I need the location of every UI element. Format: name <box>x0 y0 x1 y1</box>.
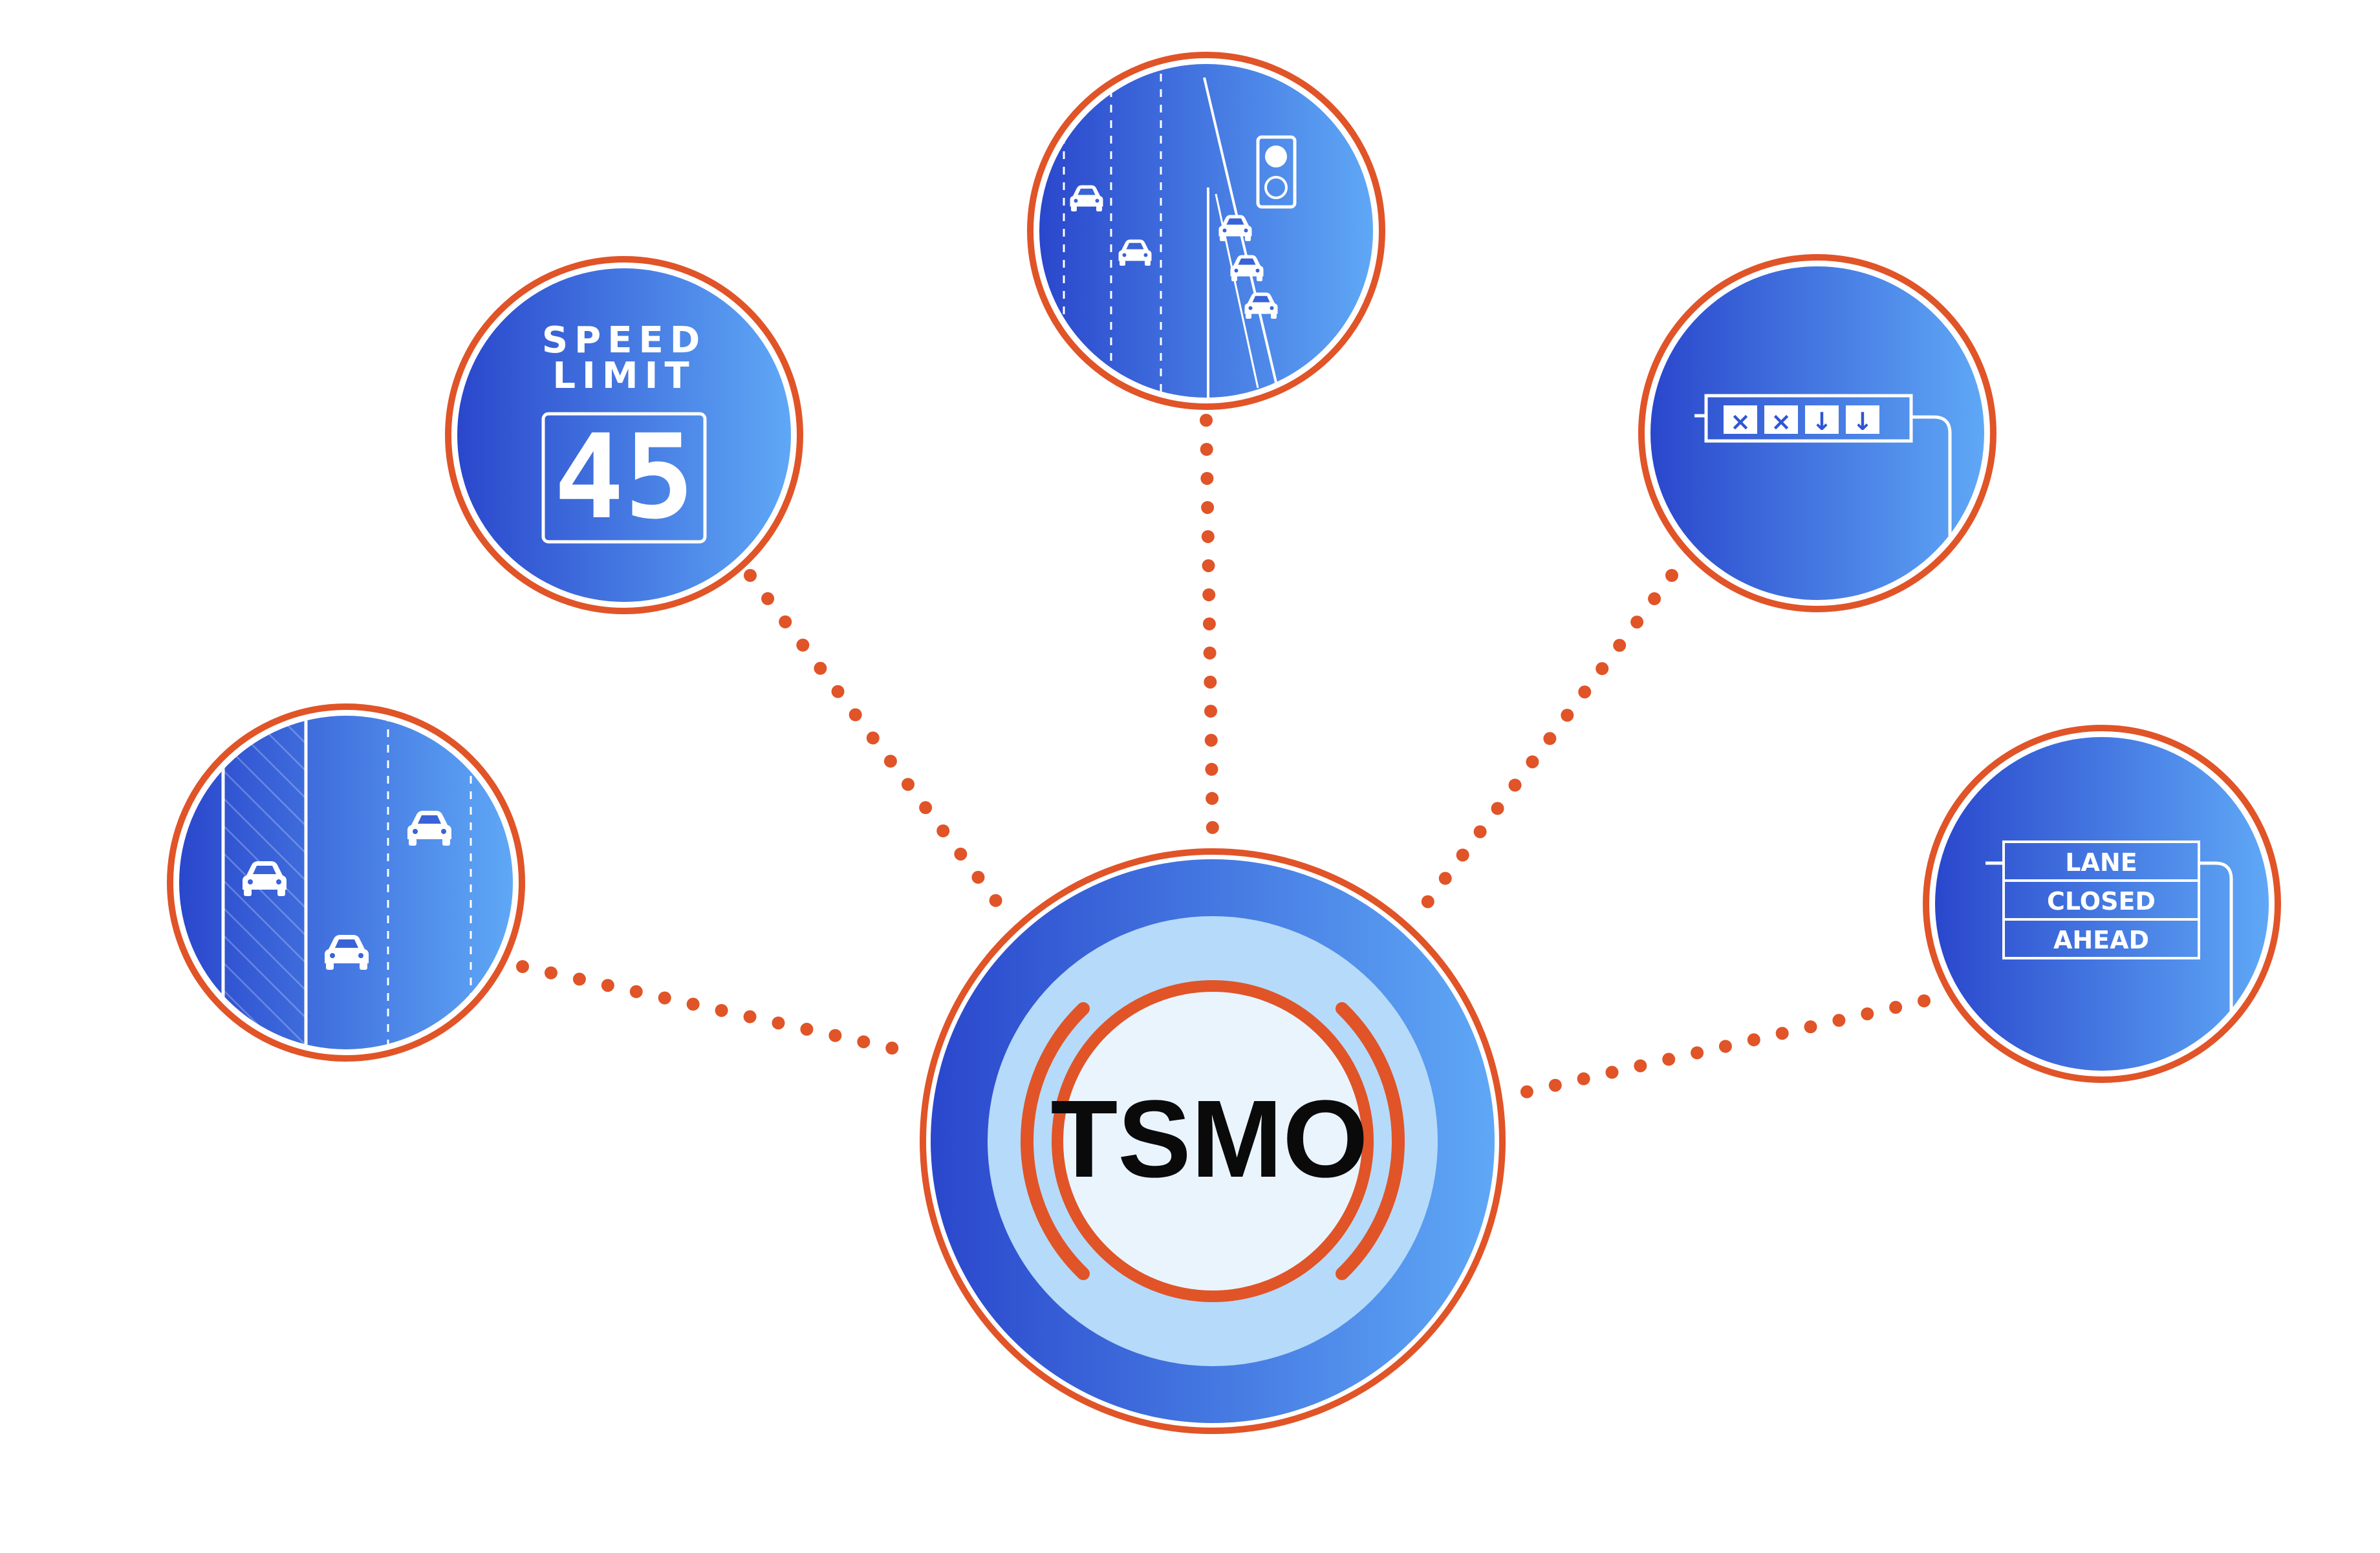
signal-wave-left-icon <box>1021 1002 1090 1280</box>
lane-closed-x-icon: × <box>1771 407 1791 436</box>
speed-display-frame <box>541 412 707 544</box>
connector-left <box>516 960 925 1060</box>
speed-limit-value: 45 <box>554 410 695 545</box>
speed-limit-title-line2: LIMIT <box>552 355 695 397</box>
tsmo-hub: TSMO <box>920 848 1506 1434</box>
hub-label: TSMO <box>1050 1078 1368 1201</box>
connector-top <box>1200 414 1219 841</box>
lane-open-arrow-icon: ↓ <box>1852 407 1873 436</box>
speed-limit-title-line1: SPEED <box>542 319 706 361</box>
connector-speed <box>744 569 1006 912</box>
speed-limit-node: SPEED LIMIT 45 <box>445 256 803 614</box>
lane-open-arrow-icon: ↓ <box>1812 407 1832 436</box>
lane-closed-sign-line3: AHEAD <box>2053 926 2149 954</box>
connector-lcs <box>1416 569 1678 915</box>
lane-closed-sign-node: LANE CLOSED AHEAD <box>1923 725 2281 1083</box>
shoulder-lane-node <box>167 703 525 1062</box>
lane-closed-sign-line1: LANE <box>2065 848 2137 877</box>
lane-closed-x-icon: × <box>1730 407 1751 436</box>
lane-closed-sign-line2: CLOSED <box>2047 887 2156 916</box>
signal-wave-right-icon <box>1336 1002 1405 1280</box>
connectors <box>516 414 1931 1099</box>
lane-control-sign-frame <box>1704 394 1913 443</box>
ramp-meter-node <box>1027 52 1385 410</box>
lane-control-node: × × ↓ ↓ <box>1638 254 1996 612</box>
traffic-signal-icon <box>1256 135 1297 209</box>
connector-lane <box>1517 994 1931 1099</box>
lane-closed-sign-frame <box>2002 841 2200 959</box>
